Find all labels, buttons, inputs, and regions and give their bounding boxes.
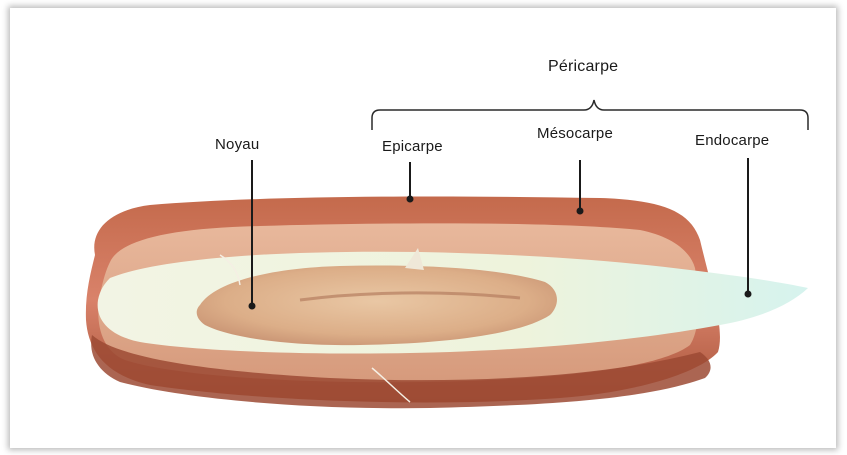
- endocarpe-label: Endocarpe: [695, 132, 769, 149]
- pericarpe-title: Péricarpe: [548, 58, 618, 76]
- noyau-label: Noyau: [215, 136, 259, 153]
- epicarpe-label: Epicarpe: [382, 138, 443, 155]
- mesocarpe-marker: [577, 208, 584, 215]
- mesocarpe-label: Mésocarpe: [537, 125, 613, 142]
- epicarpe-marker: [407, 196, 414, 203]
- endocarpe-marker: [745, 291, 752, 298]
- noyau-marker: [249, 303, 256, 310]
